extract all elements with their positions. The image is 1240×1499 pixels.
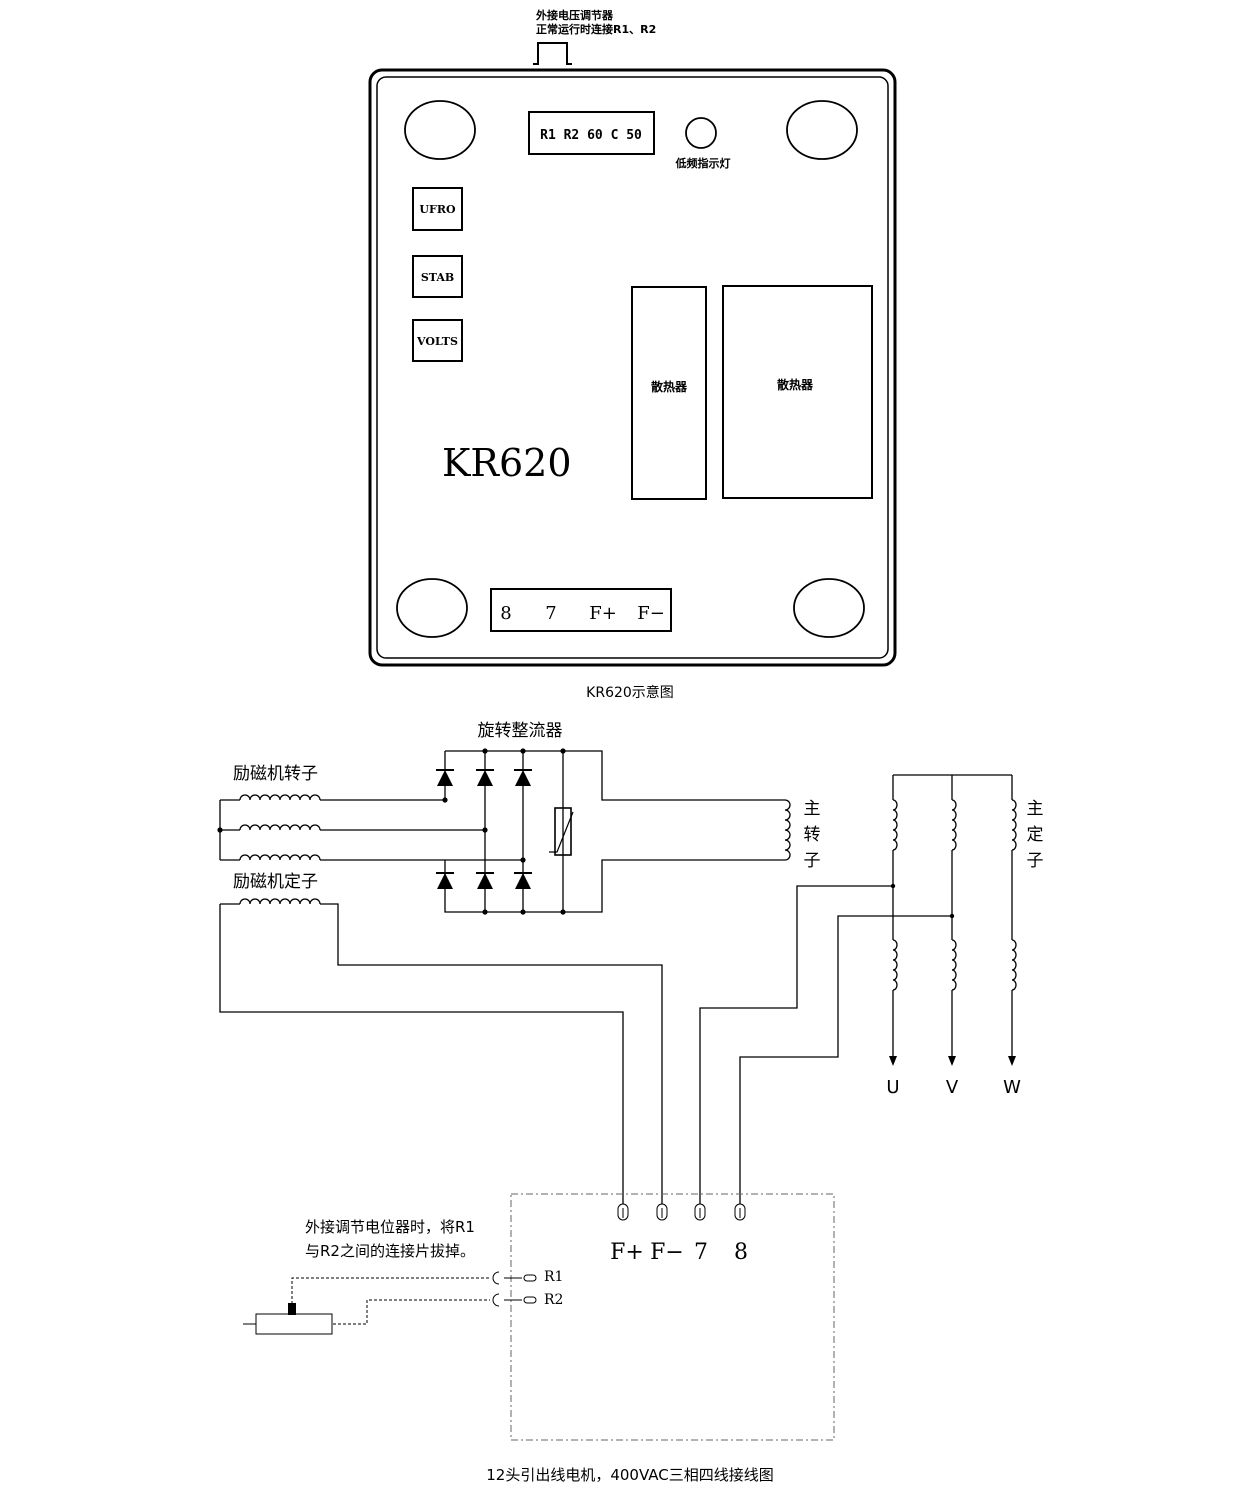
- pot-stab-label: STAB: [421, 271, 454, 284]
- sensing-wire-8: [739, 915, 952, 1204]
- top-terminal-labels: R1 R2 60 C 50: [540, 128, 642, 143]
- varistor-slash: [549, 811, 574, 853]
- board-terminal-7: 7: [545, 603, 556, 624]
- avr-outline: [510, 1193, 835, 1441]
- rectifier-positive-rail: [445, 750, 785, 801]
- pot-stab[interactable]: [412, 255, 463, 298]
- board-terminal-fminus: F−: [637, 603, 665, 624]
- heatsink-large-label: 散热器: [777, 377, 814, 392]
- heatsink-small-label: 散热器: [651, 379, 688, 394]
- pot-terminal-r2-label: R2: [544, 1292, 563, 1308]
- stator-coil-upper-u: [892, 799, 898, 851]
- pot-volts-label: VOLTS: [416, 335, 458, 348]
- potentiometer-note-line-1: 外接调节电位器时，将R1: [305, 1218, 475, 1236]
- potentiometer-wiring: [243, 1271, 537, 1335]
- stator-coil-lower-u: [892, 939, 898, 991]
- pot-volts[interactable]: [412, 319, 463, 362]
- avr-board: R1 R2 60 C 50 低频指示灯 UFRO STAB VOLTS 散热器 …: [368, 68, 897, 667]
- exciter-stator-coil: [239, 898, 321, 905]
- potentiometer-body: [255, 1313, 333, 1335]
- main-stator-label-1: 主: [1027, 799, 1044, 819]
- main-rotor-coil: [784, 799, 791, 861]
- pot-terminal-r1-label: R1: [544, 1269, 563, 1285]
- arrow-down-icon: [1008, 1056, 1016, 1066]
- potentiometer-wiper-icon[interactable]: [288, 1303, 296, 1315]
- potentiometer-note-line-2: 与R2之间的连接片拔掉。: [305, 1242, 475, 1260]
- board-outline-outer: [368, 68, 897, 667]
- stator-coil-lower-v: [951, 939, 957, 991]
- phase-w-label: W: [1003, 1077, 1021, 1098]
- wiring-caption: 12头引出线电机，400VAC三相四线接线图: [486, 1466, 774, 1484]
- diode-icon: [513, 769, 533, 787]
- mounting-hole: [396, 578, 468, 638]
- surge-suppressor: [554, 807, 572, 856]
- model-label: KR620: [442, 441, 572, 485]
- diode-icon: [435, 872, 455, 890]
- mounting-hole: [793, 578, 865, 638]
- avr-terminal-fplus: F+: [610, 1240, 644, 1265]
- top-terminal-block: [528, 111, 655, 155]
- main-stator-label-3: 子: [1027, 851, 1044, 871]
- exciter-stator-wire-fminus: [220, 903, 663, 1204]
- board-outline-inner: [376, 76, 889, 659]
- phase-u-label: U: [886, 1077, 899, 1098]
- phase-v-label: V: [946, 1077, 959, 1098]
- exciter-rotor-coil-b: [239, 824, 321, 831]
- stator-coil-lower-w: [1011, 939, 1017, 991]
- mounting-hole: [404, 100, 476, 160]
- board-caption: KR620示意图: [586, 684, 674, 701]
- diode-icon: [475, 769, 495, 787]
- bottom-terminal-block: [490, 588, 672, 632]
- exciter-rotor-label: 励磁机转子: [233, 764, 318, 784]
- board-terminal-fplus: F+: [589, 603, 617, 624]
- external-regulator-note: 外接电压调节器 正常运行时连接R1、R2: [535, 8, 656, 36]
- note-line-2: 正常运行时连接R1、R2: [536, 22, 656, 36]
- avr-terminal-8: 8: [734, 1240, 748, 1265]
- exciter-stator-label: 励磁机定子: [233, 872, 318, 892]
- stator-coil-upper-w: [1011, 799, 1017, 851]
- junction-dots: [217, 748, 955, 919]
- avr-connector-pins: [617, 1203, 746, 1221]
- avr-terminal-7: 7: [694, 1240, 708, 1265]
- pot-ufro[interactable]: [412, 187, 463, 231]
- jumper-link: [533, 42, 572, 65]
- exciter-rotor-coil-c: [239, 854, 321, 861]
- note-line-1: 外接电压调节器: [535, 8, 614, 22]
- sensing-wire-7: [699, 885, 893, 1204]
- arrow-down-icon: [948, 1056, 956, 1066]
- pot-ufro-label: UFRO: [419, 203, 456, 216]
- led-label: 低频指示灯: [675, 156, 731, 170]
- low-frequency-led-icon: [685, 117, 717, 149]
- rectifier-label: 旋转整流器: [478, 721, 563, 741]
- avr-terminal-fminus: F−: [650, 1240, 684, 1265]
- exciter-stator-wire-fplus: [219, 904, 624, 1204]
- mounting-hole: [786, 100, 858, 160]
- heatsink-small: [631, 286, 707, 500]
- board-terminal-8: 8: [500, 603, 511, 624]
- heatsink-large: [722, 285, 873, 499]
- diode-icon: [435, 769, 455, 787]
- stator-coil-upper-v: [951, 799, 957, 851]
- main-rotor-label-3: 子: [804, 851, 821, 871]
- main-stator-label-2: 定: [1027, 825, 1044, 845]
- main-rotor-label-1: 主: [804, 799, 821, 819]
- wiring-lines: [219, 750, 1017, 1204]
- output-arrows: [889, 1056, 1016, 1066]
- diode-icon: [513, 872, 533, 890]
- arrow-down-icon: [889, 1056, 897, 1066]
- rectifier-negative-rail: [444, 859, 785, 913]
- main-rotor-label-2: 转: [804, 825, 821, 845]
- diode-icon: [475, 872, 495, 890]
- exciter-rotor-coil-a: [239, 794, 321, 801]
